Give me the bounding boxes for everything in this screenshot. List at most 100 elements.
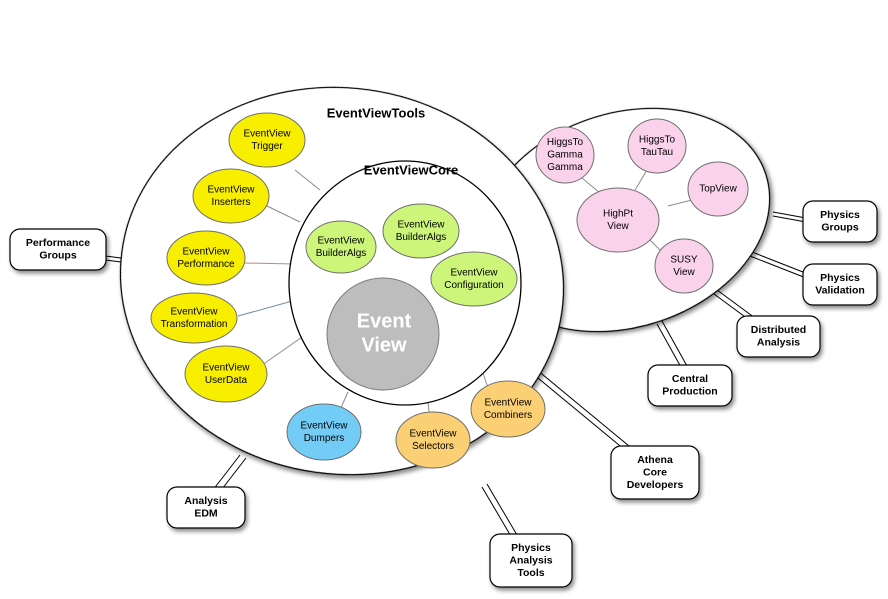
group-athena-core-developers-box [610,445,700,500]
node-transformation-bubble [150,292,238,344]
node-userdata-label-line: EventView [202,362,250,373]
spoke-higgs-gamma [581,177,601,194]
group-athena-core-developers-label-line: Core [643,466,667,478]
nodes-layer: EventViewTriggerEventViewInsertersEventV… [150,112,749,469]
group-central-production-label-line: Production [662,386,717,398]
node-combiners-label-line: EventView [484,397,532,408]
node-highpt-bubble [576,187,660,253]
node-dumpers-label-line: Dumpers [304,433,345,444]
node-configuration-bubble [430,251,518,307]
connector-physics-validation [749,251,809,279]
node-performance-label-line: EventView [182,246,230,257]
group-physics-validation-label-line: Validation [815,285,865,297]
group-physics-groups-label-line: Physics [820,209,860,221]
node-builderalgs-2-label-line: BuilderAlgs [396,232,447,243]
node-topview-bubble [687,161,749,217]
spoke-performance [244,262,296,265]
node-highpt-label-line: HighPt [603,208,633,219]
node-topview: TopView [687,161,749,217]
group-physics-analysis-tools-label-line: Physics [511,542,551,554]
group-physics-analysis-tools-label-line: Analysis [509,554,552,566]
eventviewtools-title: EventViewTools [327,105,426,120]
group-central-production-box [647,364,733,407]
node-susy-label-line: View [673,267,695,278]
node-inserters-bubble [192,168,270,224]
node-susy-bubble [654,238,714,294]
spoke-transformation [237,299,297,317]
external-groups-layer: PerformanceGroupsAnalysisEDMPhysicsAnaly… [9,200,878,588]
node-builderalgs-2-label-line: EventView [397,219,445,230]
group-analysis-edm-label-line: Analysis [184,495,227,507]
node-inserters-label-line: EventView [207,184,255,195]
spoke-inserters [264,204,301,223]
group-physics-groups-box [802,200,878,243]
node-builderalgs-1-label-line: EventView [317,235,365,246]
node-topview-label-line: TopView [699,184,737,195]
node-builderalgs-1-label-line: BuilderAlgs [316,248,367,259]
node-selectors-label-line: EventView [409,428,457,439]
connector-central-production [656,320,688,370]
spoke-higgs-tau [634,169,648,191]
group-physics-analysis-tools-box [489,533,573,588]
group-athena-core-developers-label-line: Developers [627,479,684,491]
node-performance-label-line: Performance [177,259,235,270]
node-dumpers-bubble [286,403,362,461]
group-physics-validation-label-line: Physics [820,272,860,284]
node-combiners-bubble [470,380,546,438]
group-distributed-analysis-box [736,315,821,358]
spoke-trigger [294,169,321,191]
node-highpt-label-line: View [607,221,629,232]
node-inserters-label-line: Inserters [212,197,251,208]
node-userdata-bubble [184,345,268,403]
group-analysis-edm-box [166,486,246,529]
connector-physics-analysis-tools [481,483,518,539]
node-selectors-label-line: Selectors [412,441,454,452]
node-higgs-gamma-label-line: Gamma [547,150,583,161]
group-performance-groups-label-line: Performance [26,237,90,249]
center-node-label-line: Event [357,310,412,332]
node-susy-label-line: SUSY [670,254,698,265]
node-builderalgs-1-bubble [305,220,377,274]
group-physics-groups-label-line: Groups [821,222,858,234]
group-athena-core-developers-label-line: Athena [637,454,673,466]
spoke-topview [667,199,693,207]
group-analysis-edm-label-line: EDM [194,508,218,520]
node-performance-bubble [166,230,246,286]
center-node-bubble [326,277,440,391]
connector-physics-groups [772,211,807,223]
node-trigger-bubble [228,112,306,168]
node-selectors-bubble [395,411,471,469]
node-dumpers-label-line: EventView [300,420,348,431]
node-builderalgs-2-bubble [382,203,460,259]
node-userdata-label-line: UserData [205,375,248,386]
node-configuration-label-line: Configuration [444,280,503,291]
group-physics-validation-box [802,263,878,306]
node-higgs-tau-label-line: HiggsTo [639,134,676,145]
group-performance-groups-box [9,228,107,271]
center-node-event-view: EventView [326,277,440,391]
group-central-production-label-line: Central [672,373,708,385]
node-higgs-tau-bubble [627,118,687,174]
